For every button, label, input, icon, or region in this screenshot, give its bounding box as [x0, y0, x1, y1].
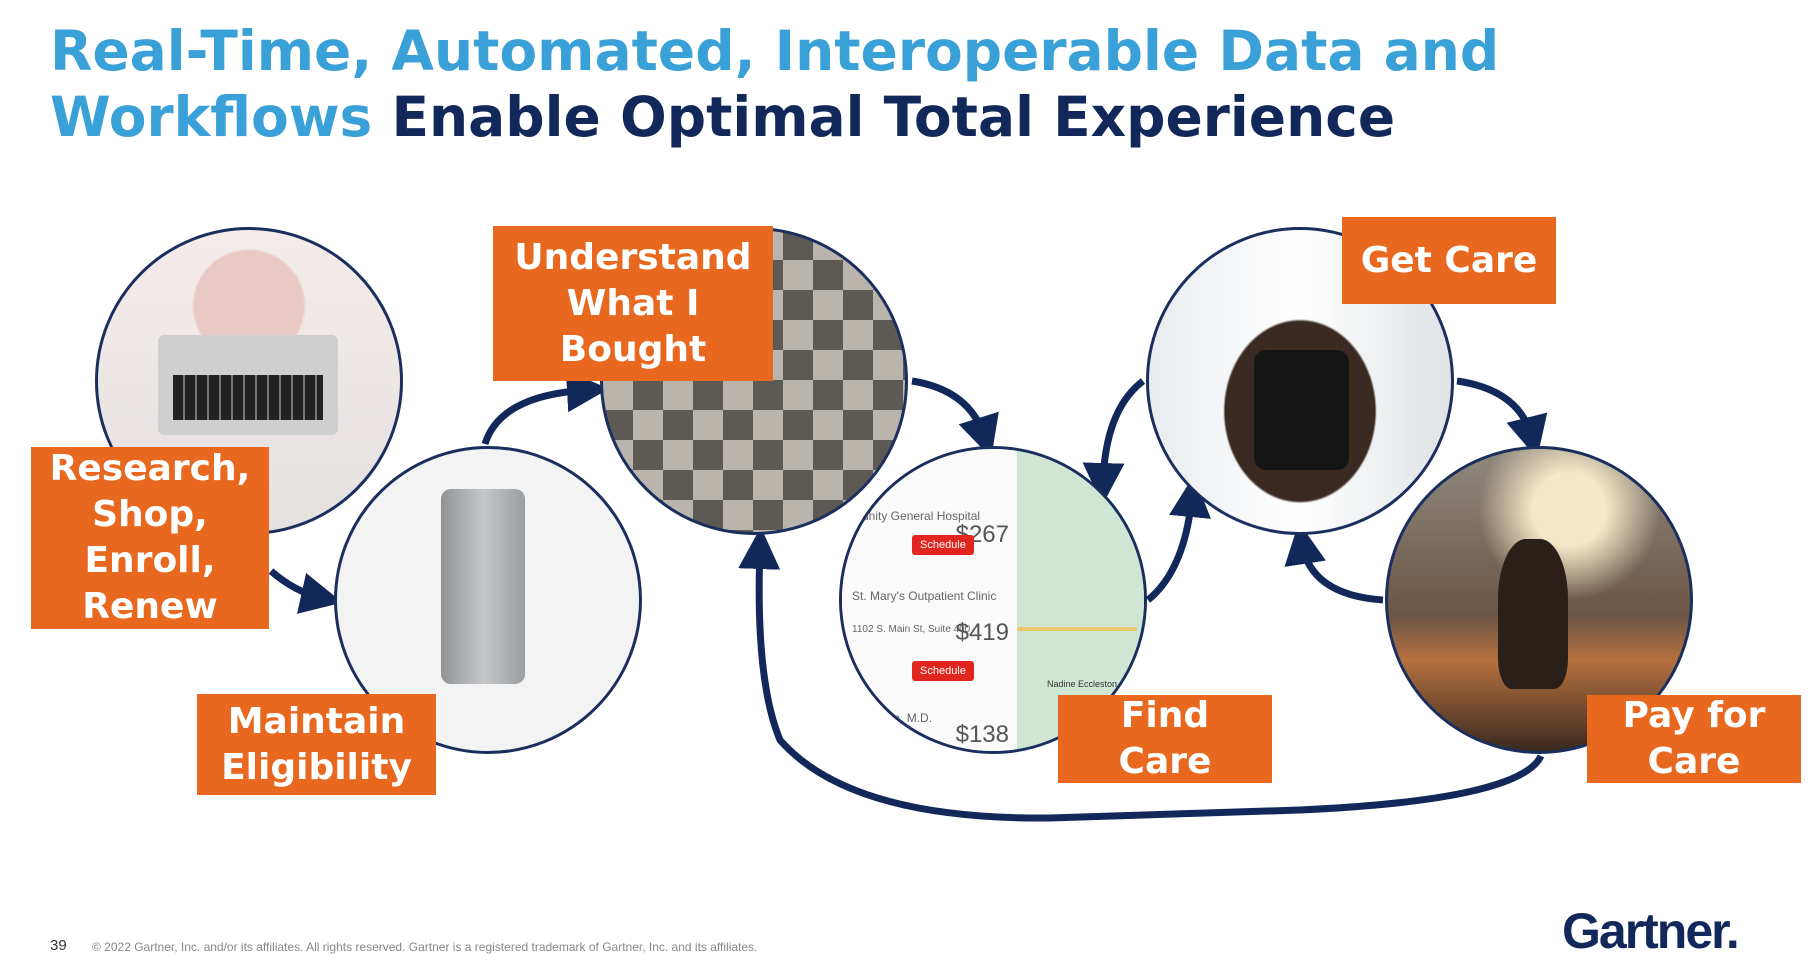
arrow-maintain-to-understand	[481, 370, 609, 446]
label-line: Enroll,	[84, 540, 216, 581]
arrow-find-to-get	[1145, 475, 1211, 603]
listing-name: St. Mary's Outpatient Clinic	[852, 589, 997, 603]
page-number: 39	[50, 937, 67, 954]
gartner-logo: Gartner.	[1562, 903, 1740, 959]
label-line: Bought	[559, 328, 707, 370]
slide-title: Real-Time, Automated, Interoperable Data…	[50, 18, 1499, 150]
map-label: Nadine Eccleston, M.D.	[1047, 679, 1142, 689]
title-line2-light: Workflows	[50, 85, 373, 149]
listing-price: $138	[955, 721, 1009, 748]
label-line: Care	[1118, 741, 1212, 782]
label-line: Understand	[514, 236, 752, 278]
listing-address: 1102 S. Main St, Suite 400	[852, 624, 971, 635]
listing-name: ...unity General Hospital	[852, 509, 981, 523]
label-line: Care	[1647, 741, 1741, 782]
label-line: Shop,	[92, 494, 208, 535]
title-line1: Real-Time, Automated, Interoperable Data…	[50, 19, 1500, 83]
step-research-shop-enroll-renew: Research, Shop, Enroll, Renew	[31, 447, 269, 629]
title-line2-dark: Enable Optimal Total Experience	[391, 85, 1396, 149]
listing-name: ...cleston, M.D.	[852, 711, 933, 725]
arrow-loop-back	[738, 527, 1545, 822]
arrow-research-to-maintain	[268, 568, 343, 614]
label-line: Get Care	[1360, 239, 1538, 281]
label-line: Eligibility	[221, 746, 412, 788]
listing-price: $419	[955, 619, 1009, 646]
label-line: Pay for	[1622, 695, 1766, 736]
schedule-button[interactable]: Schedule	[912, 661, 974, 681]
label-line: What I	[566, 282, 700, 324]
label-line: Maintain	[227, 700, 406, 742]
arrow-get-to-pay	[1456, 377, 1548, 459]
arrow-pay-to-get	[1284, 522, 1384, 604]
schedule-button[interactable]: Schedule	[912, 535, 974, 555]
label-line: Renew	[82, 586, 218, 627]
copyright: © 2022 Gartner, Inc. and/or its affiliat…	[92, 940, 758, 954]
step-get-care: Get Care	[1342, 217, 1556, 304]
label-line: Find	[1120, 695, 1210, 736]
label-line: Research,	[49, 448, 251, 489]
arrow-understand-to-find	[911, 377, 999, 459]
